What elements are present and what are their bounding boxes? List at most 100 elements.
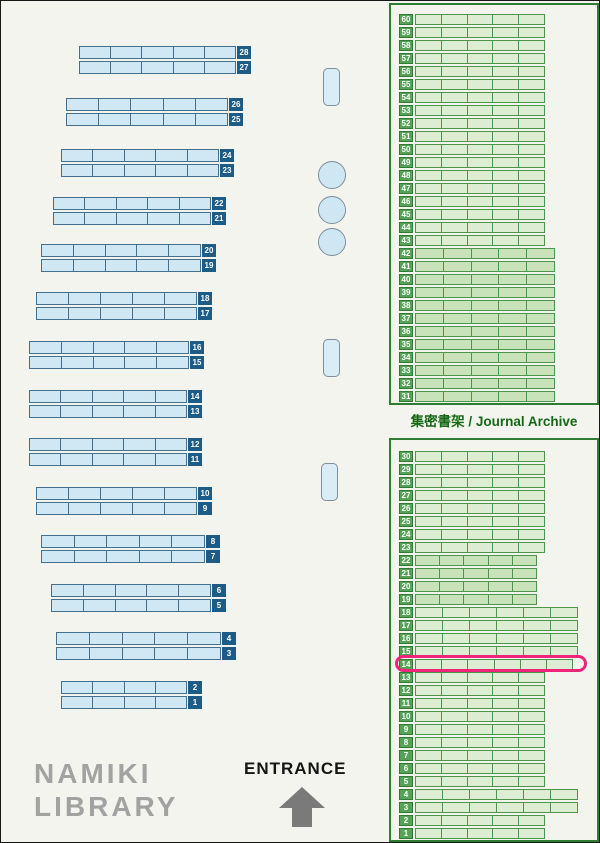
shelf-bar bbox=[56, 647, 221, 660]
shelf-segment bbox=[62, 150, 94, 161]
shelf-row-17: 17 bbox=[36, 307, 212, 320]
shelf-segment bbox=[137, 245, 170, 256]
shelf-segment bbox=[125, 150, 157, 161]
shelf-bar bbox=[415, 248, 555, 259]
shelf-number-tag: 59 bbox=[399, 27, 413, 38]
shelf-segment bbox=[416, 478, 442, 487]
shelf-segment bbox=[468, 738, 494, 747]
shelf-segment bbox=[493, 119, 520, 128]
shelf-segment bbox=[489, 582, 513, 591]
shelf-segment bbox=[205, 47, 235, 58]
shelf-row-25: 25 bbox=[66, 113, 243, 126]
shelf-segment bbox=[416, 738, 442, 747]
shelf-segment bbox=[156, 165, 188, 176]
shelf-number-tag: 57 bbox=[399, 53, 413, 64]
shelf-segment bbox=[472, 353, 500, 362]
shelf-segment bbox=[489, 595, 513, 604]
shelf-segment bbox=[416, 158, 442, 167]
shelf-number-tag: 30 bbox=[399, 451, 413, 462]
shelf-segment bbox=[416, 634, 443, 643]
shelf-number-tag: 5 bbox=[212, 599, 226, 612]
shelf-segment bbox=[80, 47, 112, 58]
shelf-number-tag: 17 bbox=[198, 307, 212, 320]
shelf-number-tag: 5 bbox=[399, 776, 413, 787]
shelf-segment bbox=[416, 569, 441, 578]
shelf-segment bbox=[444, 288, 472, 297]
shelf-bar bbox=[415, 529, 545, 540]
shelf-segment bbox=[497, 790, 524, 799]
shelf-bar bbox=[415, 14, 545, 25]
archive-shelf-row-15: 15 bbox=[391, 645, 597, 658]
shelf-row-19: 19 bbox=[41, 259, 216, 272]
shelf-number-tag: 48 bbox=[399, 170, 413, 181]
shelf-row-14: 14 bbox=[29, 390, 202, 403]
shelf-segment bbox=[42, 245, 74, 256]
shelf-segment bbox=[180, 213, 210, 224]
shelf-bar bbox=[415, 92, 545, 103]
library-name-line1: NAMIKI bbox=[34, 758, 152, 789]
shelf-segment bbox=[443, 647, 470, 656]
shelf-segment bbox=[188, 648, 220, 659]
shelf-segment bbox=[519, 80, 544, 89]
shelf-segment bbox=[174, 62, 205, 73]
shelf-segment bbox=[416, 301, 444, 310]
shelf-bar bbox=[61, 696, 187, 709]
archive-shelf-row-31: 31 bbox=[391, 390, 597, 403]
archive-shelf-row-20: 20 bbox=[391, 580, 597, 593]
shelf-segment bbox=[442, 699, 468, 708]
shelf-segment bbox=[416, 366, 444, 375]
shelf-segment bbox=[442, 236, 468, 245]
shelf-number-tag: 25 bbox=[229, 113, 243, 126]
archive-shelf-row-28: 28 bbox=[391, 476, 597, 489]
shelf-segment bbox=[519, 158, 544, 167]
shelf-segment bbox=[116, 600, 148, 611]
shelf-segment bbox=[416, 725, 442, 734]
shelf-segment bbox=[443, 608, 470, 617]
archive-shelf-row-41: 41 bbox=[391, 260, 597, 273]
shelf-row-24: 24 bbox=[61, 149, 234, 162]
shelf-segment bbox=[444, 327, 472, 336]
shelf-segment bbox=[107, 536, 140, 547]
shelf-bar bbox=[415, 490, 545, 501]
shelf-segment bbox=[165, 503, 196, 514]
shelf-segment bbox=[468, 699, 494, 708]
shelf-segment bbox=[61, 454, 93, 465]
shelf-bar bbox=[415, 326, 555, 337]
shelf-segment bbox=[499, 392, 528, 401]
shelf-bar bbox=[79, 61, 236, 74]
shelf-segment bbox=[196, 99, 227, 110]
round-table bbox=[318, 161, 346, 189]
archive-shelf-row-18: 18 bbox=[391, 606, 597, 619]
shelf-bar bbox=[415, 183, 545, 194]
shelf-segment bbox=[442, 478, 468, 487]
shelf-segment bbox=[442, 829, 468, 838]
shelf-segment bbox=[524, 621, 551, 630]
shelf-segment bbox=[442, 504, 468, 513]
shelf-segment bbox=[551, 647, 577, 656]
shelf-segment bbox=[416, 54, 442, 63]
shelf-segment bbox=[493, 158, 520, 167]
shelf-segment bbox=[499, 327, 528, 336]
shelf-segment bbox=[416, 15, 442, 24]
shelf-bar bbox=[415, 698, 545, 709]
shelf-segment bbox=[519, 210, 544, 219]
shelf-segment bbox=[519, 673, 544, 682]
shelf-segment bbox=[524, 803, 551, 812]
shelf-bar bbox=[41, 535, 205, 548]
shelf-segment bbox=[416, 93, 442, 102]
shelf-segment bbox=[416, 210, 442, 219]
shelf-segment bbox=[468, 491, 494, 500]
shelf-row-9: 9 bbox=[36, 502, 212, 515]
shelf-segment bbox=[493, 725, 520, 734]
shelf-segment bbox=[416, 119, 442, 128]
shelf-segment bbox=[416, 184, 442, 193]
shelf-segment bbox=[442, 517, 468, 526]
archive-shelf-row-49: 49 bbox=[391, 156, 597, 169]
shelf-segment bbox=[125, 165, 157, 176]
shelf-segment bbox=[472, 249, 500, 258]
shelf-segment bbox=[188, 633, 220, 644]
